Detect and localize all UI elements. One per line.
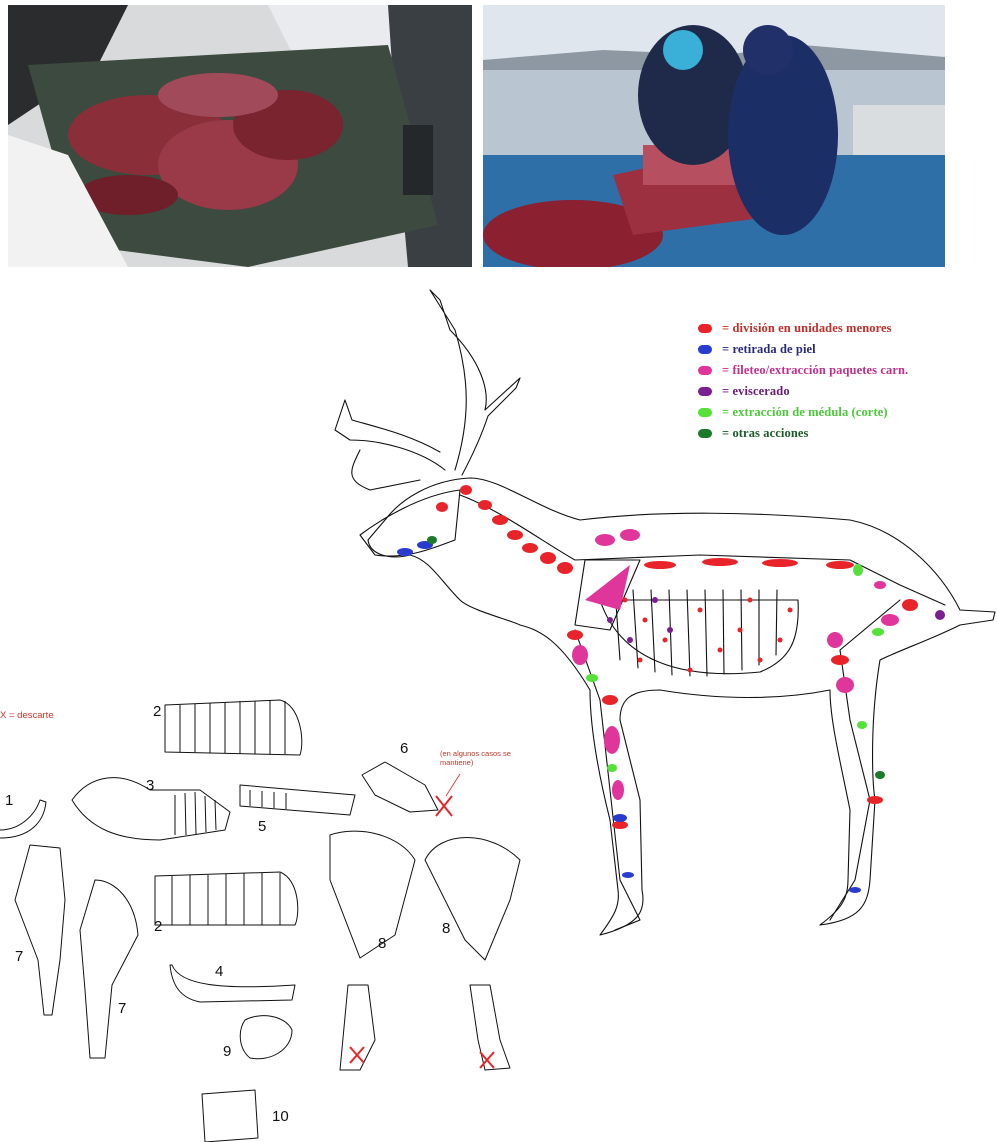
piece-8b xyxy=(425,838,520,1071)
piece-10 xyxy=(202,1090,258,1142)
caribou-body-outline xyxy=(368,478,995,935)
legend-label: = división en unidades menores xyxy=(722,321,892,336)
piece-label-9: 9 xyxy=(223,1043,231,1060)
legend-item: = otras acciones xyxy=(698,423,988,444)
piece-label-10: 10 xyxy=(272,1108,289,1125)
legend-swatch-icon xyxy=(698,429,712,438)
legend-swatch-icon xyxy=(698,408,712,417)
piece-label-3: 3 xyxy=(146,777,154,794)
legend-item: = eviscerado xyxy=(698,381,988,402)
piece-6 xyxy=(362,762,438,812)
hind-leg-bone xyxy=(830,600,900,920)
piece-label-8a: 8 xyxy=(378,935,386,952)
legend-swatch-icon xyxy=(698,387,712,396)
legend-swatch-icon xyxy=(698,345,712,354)
piece-label-7b: 7 xyxy=(118,1000,126,1017)
piece-7b xyxy=(80,880,138,1058)
legend-item: = división en unidades menores xyxy=(698,318,988,339)
piece-label-2a: 2 xyxy=(153,703,161,720)
marks-blue xyxy=(397,541,861,893)
discard-marks xyxy=(350,774,494,1068)
piece-label-5: 5 xyxy=(258,818,266,835)
discard-x-piece-6 xyxy=(436,796,452,816)
photo-caribou-carcasses-icon xyxy=(8,5,472,267)
legend-item: = retirada de piel xyxy=(698,339,988,360)
legend-item: = fileteo/extracción paquetes carn. xyxy=(698,360,988,381)
piece-8a xyxy=(330,831,415,1070)
piece-label-8b: 8 xyxy=(442,920,450,937)
antler-outline xyxy=(430,290,520,475)
discard-x-piece-8b xyxy=(480,1052,494,1068)
legend-item: = extracción de médula (corte) xyxy=(698,402,988,423)
piece-2b xyxy=(155,872,298,925)
piece-5 xyxy=(240,785,355,815)
antler-left-outline xyxy=(335,400,445,490)
marks-dark-green xyxy=(427,536,885,779)
marks-red xyxy=(436,485,918,829)
note-sometimes-kept: (en algunos casos se mantiene) xyxy=(440,749,530,767)
skull-outline xyxy=(360,490,460,556)
marks-pink xyxy=(572,529,899,800)
piece-label-6: 6 xyxy=(400,740,408,757)
piece-9 xyxy=(240,1016,292,1059)
legend-label: = fileteo/extracción paquetes carn. xyxy=(722,363,908,378)
front-leg-bone xyxy=(575,630,640,930)
legend: = división en unidades menores = retirada… xyxy=(698,318,988,444)
piece-7a xyxy=(15,845,65,1015)
legend-label: = eviscerado xyxy=(722,384,790,399)
photo-butchering-on-boat xyxy=(483,5,945,267)
discard-x-piece-8a xyxy=(350,1047,364,1063)
piece-label-4: 4 xyxy=(215,963,223,980)
piece-label-1: 1 xyxy=(5,792,13,809)
discard-key: X = descarte xyxy=(0,710,54,721)
piece-label-7a: 7 xyxy=(15,948,23,965)
piece-label-2b: 2 xyxy=(154,918,162,935)
legend-label: = extracción de médula (corte) xyxy=(722,405,888,420)
legend-swatch-icon xyxy=(698,366,712,375)
legend-label: = retirada de piel xyxy=(722,342,816,357)
marks-light-green xyxy=(586,564,884,772)
photo-carcasses-on-boat xyxy=(8,5,472,267)
legend-label: = otras acciones xyxy=(722,426,808,441)
photo-butchering-icon xyxy=(483,5,945,267)
piece-4 xyxy=(170,965,295,1002)
legend-swatch-icon xyxy=(698,324,712,333)
piece-2a xyxy=(165,700,302,755)
rib-lines xyxy=(615,590,777,676)
note-pointer xyxy=(446,774,460,796)
